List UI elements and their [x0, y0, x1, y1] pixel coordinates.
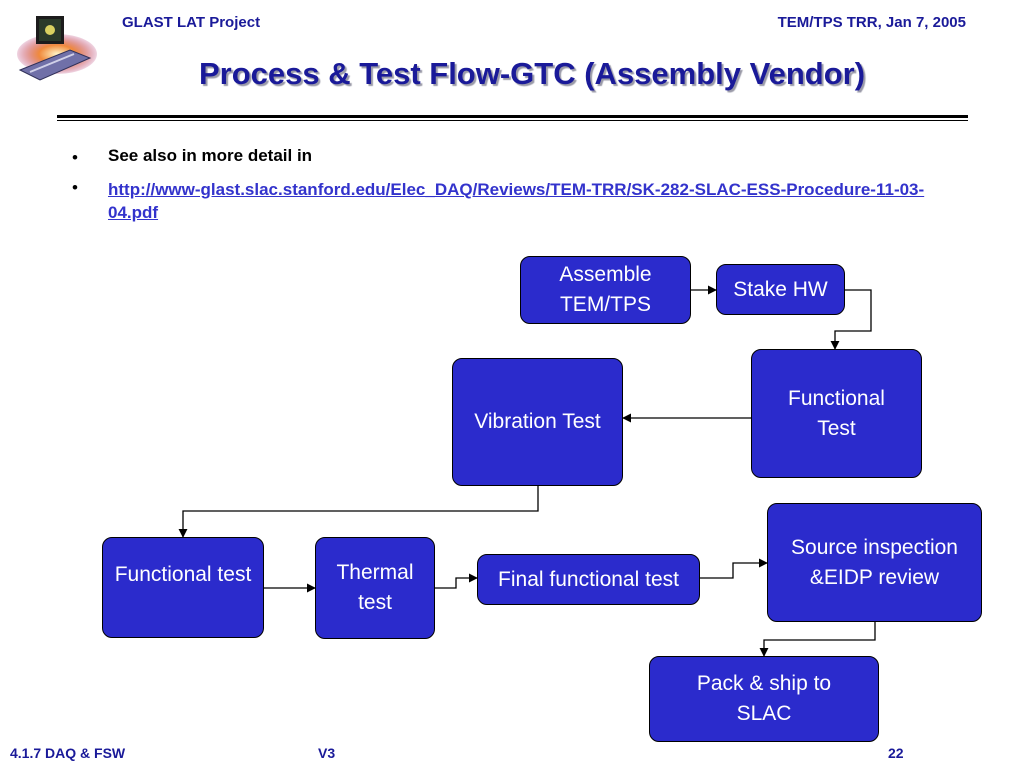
arrow-thermal-to-final	[435, 573, 478, 589]
procedure-link[interactable]: http://www-glast.slac.stanford.edu/Elec_…	[108, 180, 925, 222]
box-final-functional-test: Final functional test	[477, 554, 700, 605]
footer-section: 4.1.7 DAQ & FSW	[10, 745, 126, 761]
arrow-source-to-pack	[759, 622, 876, 657]
header-project: GLAST LAT Project	[122, 14, 261, 31]
arrow-final-to-source	[700, 558, 768, 579]
box-functional-test: Functional Test	[751, 349, 922, 478]
box-vibration-test: Vibration Test	[452, 358, 623, 486]
box-stake-hw: Stake HW	[716, 264, 845, 315]
title-rule-thin	[57, 120, 968, 121]
box-pack-ship: Pack & ship to SLAC	[649, 656, 879, 742]
box-source-inspection: Source inspection &EIDP review	[767, 503, 982, 622]
slide-title: Process & Test Flow-GTC (Assembly Vendor…	[198, 56, 866, 91]
bullet-see-also: See also in more detail in	[108, 146, 313, 165]
box-assemble: Assemble TEM/TPS	[520, 256, 691, 324]
arrow-vibration-to-functional2	[178, 486, 539, 538]
footer-version: V3	[318, 745, 336, 761]
bullet-marker: •	[72, 148, 78, 167]
glast-logo	[17, 16, 97, 81]
title-rule-thick	[57, 115, 968, 118]
box-thermal-test: Thermal test	[315, 537, 435, 639]
header-event: TEM/TPS TRR, Jan 7, 2005	[777, 14, 966, 31]
arrow-stake-to-functional	[830, 289, 872, 350]
bullet-marker: •	[72, 178, 78, 197]
box-functional-test-2: Functional test	[102, 537, 264, 638]
footer-page-number: 22	[888, 745, 904, 761]
